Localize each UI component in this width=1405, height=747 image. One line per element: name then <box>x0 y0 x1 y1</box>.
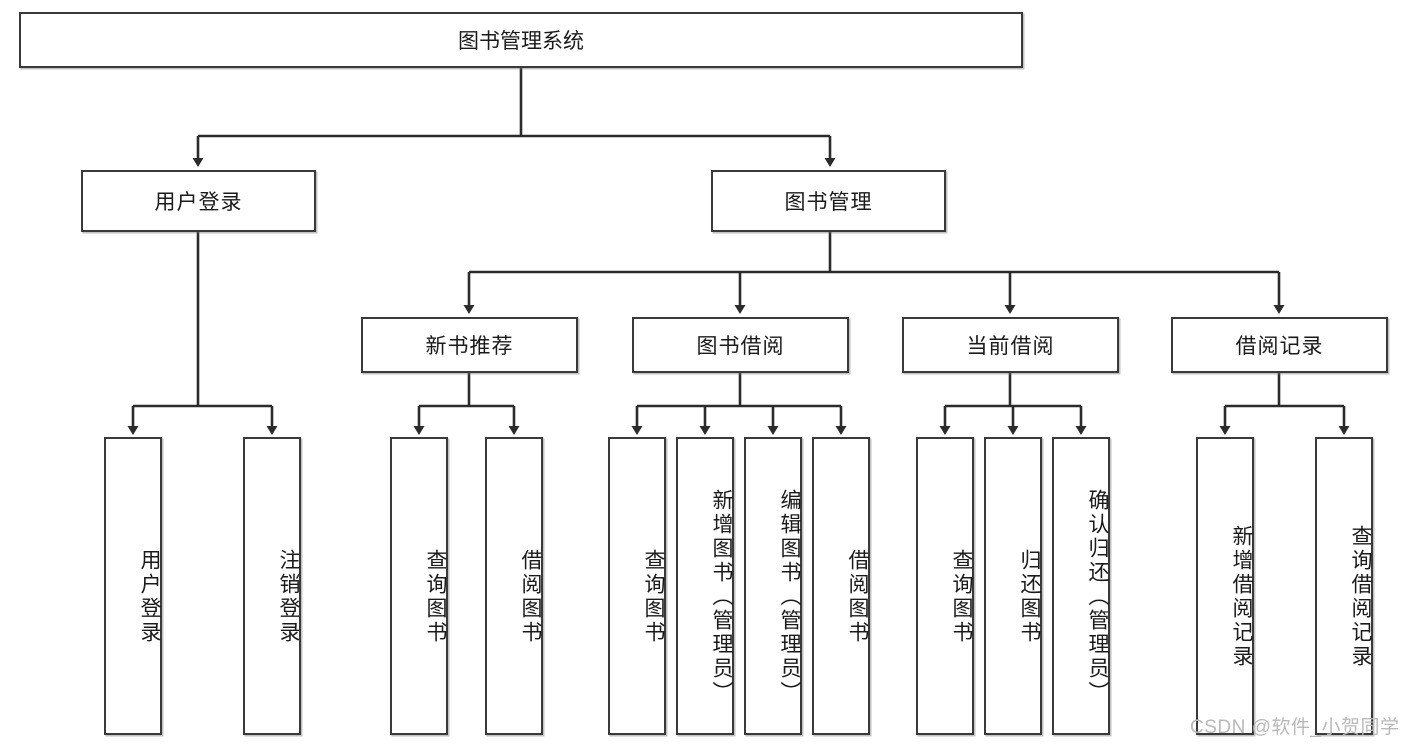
node-book-manage-label: 图书管理 <box>784 191 873 214</box>
node-leaf-query-book-3-label: 查询图书 <box>950 549 973 645</box>
node-book-borrow-label: 图书借阅 <box>696 335 785 358</box>
node-leaf-borrow-book-1[interactable]: 借阅图书 <box>485 437 543 735</box>
node-leaf-logout-login-label: 注销登录 <box>277 549 300 645</box>
node-leaf-return-book-label: 归还图书 <box>1018 549 1041 645</box>
node-new-book-recommend-label: 新书推荐 <box>425 335 514 358</box>
node-leaf-user-login[interactable]: 用户登录 <box>104 437 162 735</box>
node-leaf-confirm-return[interactable]: 确认归还（管理员） <box>1052 437 1110 735</box>
node-new-book-recommend[interactable]: 新书推荐 <box>361 317 578 373</box>
node-leaf-edit-book[interactable]: 编辑图书（管理员） <box>744 437 802 735</box>
node-leaf-return-book[interactable]: 归还图书 <box>984 437 1042 735</box>
node-leaf-query-book-3[interactable]: 查询图书 <box>916 437 974 735</box>
watermark: CSDN @软件_小贺同学 <box>1190 717 1400 738</box>
node-book-borrow[interactable]: 图书借阅 <box>632 317 849 373</box>
node-leaf-query-book-1-label: 查询图书 <box>424 549 447 645</box>
node-leaf-query-book-2-label: 查询图书 <box>642 549 665 645</box>
node-leaf-borrow-book-2-label: 借阅图书 <box>846 549 869 645</box>
node-book-manage[interactable]: 图书管理 <box>711 170 946 232</box>
node-root[interactable]: 图书管理系统 <box>19 12 1023 68</box>
node-borrow-record[interactable]: 借阅记录 <box>1171 317 1388 373</box>
node-leaf-add-book[interactable]: 新增图书（管理员） <box>676 437 734 735</box>
node-leaf-add-book-label: 新增图书（管理员） <box>710 489 733 705</box>
node-borrow-record-label: 借阅记录 <box>1235 335 1324 358</box>
node-leaf-edit-book-label: 编辑图书（管理员） <box>778 489 801 705</box>
node-user-login-label: 用户登录 <box>154 191 243 214</box>
node-root-label: 图书管理系统 <box>458 30 584 53</box>
node-leaf-query-record[interactable]: 查询借阅记录 <box>1315 437 1373 735</box>
node-leaf-query-record-label: 查询借阅记录 <box>1349 525 1372 669</box>
node-current-borrow[interactable]: 当前借阅 <box>902 317 1119 373</box>
node-leaf-user-login-label: 用户登录 <box>138 549 161 645</box>
node-leaf-query-book-2[interactable]: 查询图书 <box>608 437 666 735</box>
node-current-borrow-label: 当前借阅 <box>966 335 1055 358</box>
node-leaf-query-book-1[interactable]: 查询图书 <box>390 437 448 735</box>
node-leaf-confirm-return-label: 确认归还（管理员） <box>1086 489 1109 705</box>
node-leaf-logout-login[interactable]: 注销登录 <box>243 437 301 735</box>
node-leaf-add-record[interactable]: 新增借阅记录 <box>1196 437 1254 735</box>
node-leaf-borrow-book-1-label: 借阅图书 <box>519 549 542 645</box>
node-leaf-add-record-label: 新增借阅记录 <box>1230 525 1253 669</box>
node-leaf-borrow-book-2[interactable]: 借阅图书 <box>812 437 870 735</box>
node-user-login[interactable]: 用户登录 <box>81 170 316 232</box>
